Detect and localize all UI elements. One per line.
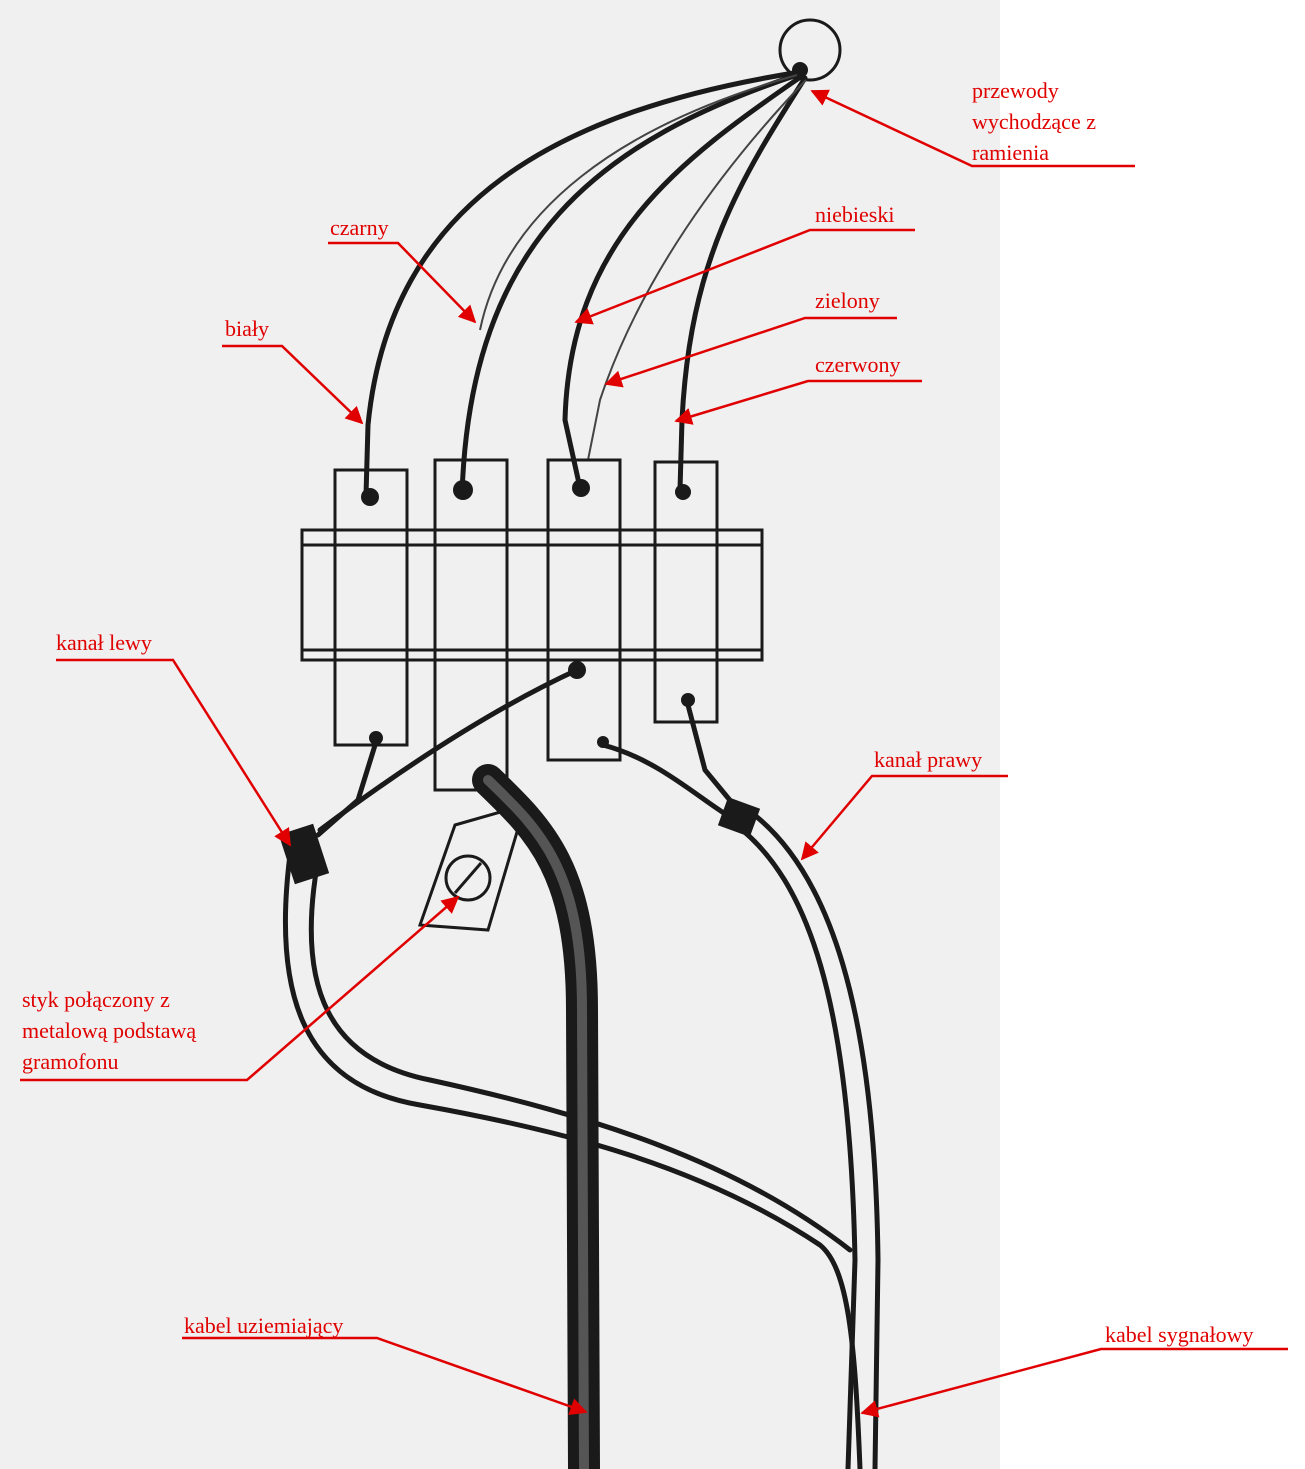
arrow-red [674, 379, 922, 425]
label-arm-wires-line1: przewody [972, 78, 1059, 103]
label-green: zielony [815, 288, 880, 313]
leader-arrows [20, 89, 1288, 1418]
arrow-green [604, 316, 897, 388]
arrow-ground-contact [20, 895, 460, 1082]
label-ground-contact-line2: metalową podstawą [22, 1018, 197, 1043]
label-blue: niebieski [815, 202, 895, 227]
label-black: czarny [330, 215, 389, 240]
label-white: biały [225, 316, 269, 341]
arrow-blue [574, 228, 915, 325]
label-red: czerwony [815, 352, 901, 377]
label-arm-wires-line3: ramienia [972, 140, 1049, 165]
label-left-channel: kanał lewy [56, 630, 152, 655]
solder-points [361, 479, 695, 748]
arrow-signal-cable [860, 1347, 1288, 1418]
signal-cable [282, 807, 881, 1469]
arrow-ground-cable [182, 1336, 588, 1415]
tonearm-exit [778, 18, 842, 82]
label-ground-contact-line1: styk połączony z [22, 987, 170, 1012]
wire-black [459, 71, 803, 498]
label-arm-wires-line2: wychodzące z [972, 109, 1096, 134]
arrow-right-channel [800, 774, 1008, 861]
terminal-pin-1 [333, 468, 409, 747]
ground-cable [472, 764, 600, 1469]
label-ground-contact: styk połączony z metalową podstawą gramo… [22, 984, 196, 1077]
arrow-white [222, 344, 364, 425]
label-ground-cable: kabel uziemiający [184, 1313, 344, 1338]
label-signal-cable: kabel sygnałowy [1105, 1322, 1254, 1347]
terminal-pin-4 [653, 460, 719, 724]
arrow-arm-wires [810, 89, 1135, 168]
terminal-block [300, 458, 764, 792]
wire-red [677, 75, 808, 493]
arrow-left-channel [56, 658, 292, 847]
paper-sheet [0, 0, 1000, 1469]
wire-white [363, 69, 803, 498]
arm-wires [363, 69, 808, 498]
terminal-pin-2 [433, 458, 509, 792]
arrow-black [328, 241, 477, 324]
wire-blue [562, 73, 805, 491]
terminal-pin-3 [546, 458, 622, 762]
label-ground-contact-line3: gramofonu [22, 1049, 119, 1074]
label-right-channel: kanał prawy [874, 747, 983, 772]
label-arm-wires: przewody wychodzące z ramienia [972, 75, 1096, 168]
